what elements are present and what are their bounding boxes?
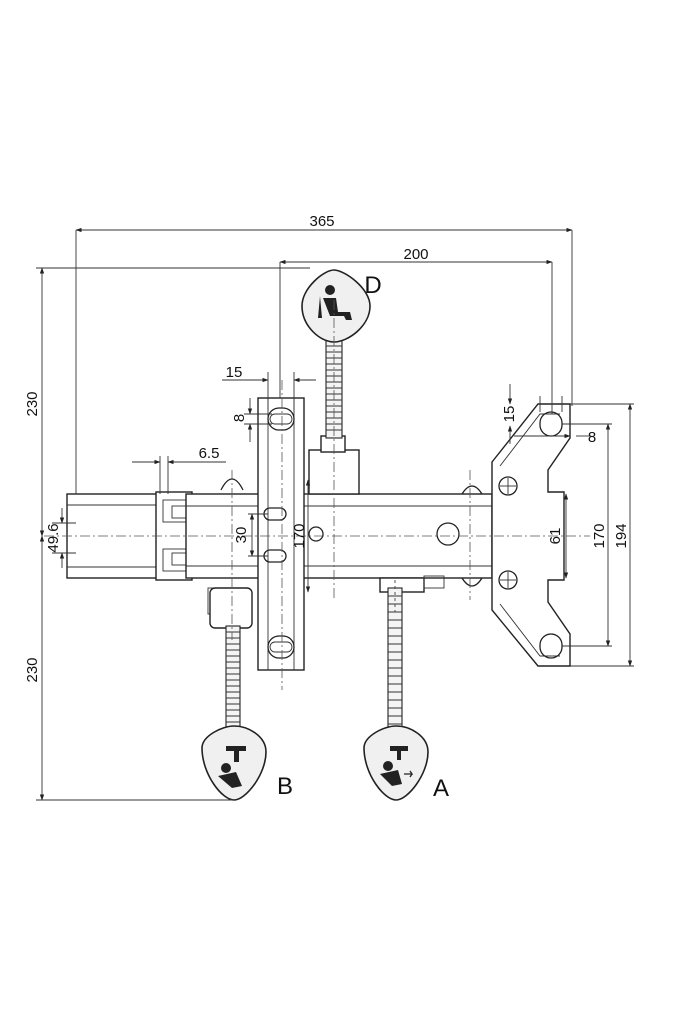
dim-bracket-inner: 61 bbox=[547, 528, 564, 545]
dim-hole-spacing: 30 bbox=[233, 527, 250, 544]
dim-slot-width: 15 bbox=[226, 364, 243, 381]
center-lines bbox=[44, 300, 590, 690]
dim-overall-width: 365 bbox=[309, 213, 334, 230]
dim-bracket-hole-spacing: 170 bbox=[591, 523, 608, 548]
lever-label-a: A bbox=[433, 775, 449, 802]
dim-upper-height: 230 bbox=[24, 391, 41, 416]
seat-height-icon bbox=[218, 746, 246, 788]
lever-d bbox=[301, 269, 371, 495]
lever-label-b: B bbox=[277, 773, 293, 800]
lever-a bbox=[363, 575, 445, 801]
dim-bracket-slot-height: 8 bbox=[588, 429, 596, 446]
vertical-plate bbox=[257, 397, 305, 671]
lever-b bbox=[201, 587, 267, 801]
dim-bracket-height: 194 bbox=[613, 523, 630, 548]
dim-offset: 6.5 bbox=[199, 445, 220, 462]
lever-label-d: D bbox=[364, 272, 381, 299]
dim-lower-height: 230 bbox=[24, 657, 41, 682]
dim-plate-height: 170 bbox=[291, 523, 308, 548]
seated-person-icon bbox=[318, 285, 352, 320]
dim-tube: 49.6 bbox=[45, 523, 62, 552]
tilt-tension-icon bbox=[380, 746, 414, 786]
dim-bracket-slot-width: 15 bbox=[501, 406, 518, 423]
dimension-lines bbox=[36, 227, 634, 801]
dim-slot-height: 8 bbox=[231, 414, 248, 422]
dim-lever-span: 200 bbox=[403, 246, 428, 263]
